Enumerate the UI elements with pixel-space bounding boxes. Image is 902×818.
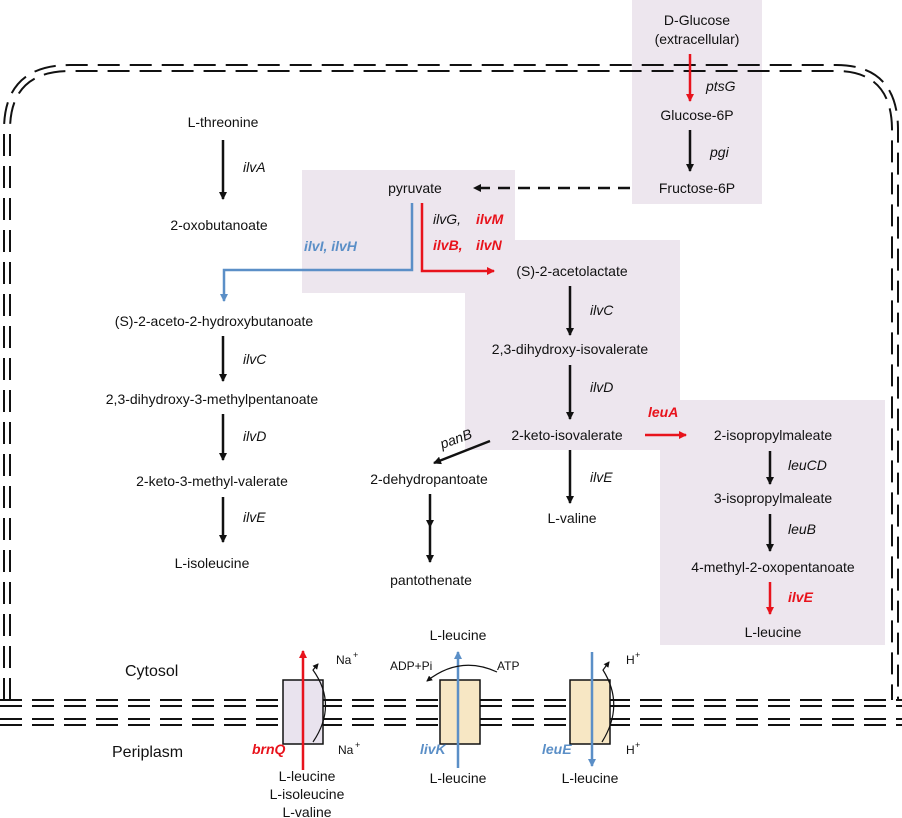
ilvc-right-gene: ilvC xyxy=(590,302,614,318)
leue-h-antiport-arrow xyxy=(601,661,615,743)
isopropylmaleate2-label: 2-isopropylmaleate xyxy=(714,427,832,443)
pyruvate-label: pyruvate xyxy=(388,180,442,196)
dihydroxy-isovalerate-label: 2,3-dihydroxy-isovalerate xyxy=(492,341,649,357)
atp-label: ATP xyxy=(497,659,519,673)
keto-methylvalerate-label: 2-keto-3-methyl-valerate xyxy=(136,473,288,489)
ilvc-left-gene: ilvC xyxy=(243,351,267,367)
leub-gene: leuB xyxy=(788,521,816,537)
h-bottom-charge: + xyxy=(635,740,640,750)
periplasm-label: Periplasm xyxy=(112,744,183,761)
h-top-label: H xyxy=(626,653,635,667)
livk-leucine-out-label: L-leucine xyxy=(430,770,487,786)
keto-isovalerate-label: 2-keto-isovalerate xyxy=(511,427,622,443)
ilve-right-gene: ilvE xyxy=(590,469,613,485)
na-bottom-label: Na xyxy=(338,743,354,757)
glucose-highlight xyxy=(632,0,762,204)
ilvgm-arrow xyxy=(420,203,495,275)
fructose6p-label: Fructose-6P xyxy=(659,180,735,196)
leucine-branch-highlight xyxy=(660,400,885,645)
leucine-cyto-label: L-leucine xyxy=(745,624,802,640)
leua-gene: leuA xyxy=(648,404,678,420)
threonine-label: L-threonine xyxy=(188,114,259,130)
dihydroxy-methylpentanoate-label: 2,3-dihydroxy-3-methylpentanoate xyxy=(106,391,319,407)
ilvd-left-gene: ilvD xyxy=(243,428,266,444)
brnq-substrate-isoleucine: L-isoleucine xyxy=(270,786,345,802)
cytosol-label: Cytosol xyxy=(125,663,178,680)
ilvih-gene: ilvI, ilvH xyxy=(304,238,358,254)
ilvb-gene: ilvB, xyxy=(433,237,463,253)
glucose-ext-sublabel: (extracellular) xyxy=(655,31,740,47)
leue-gene: leuE xyxy=(542,741,572,757)
aceto-hydroxybutanoate-label: (S)-2-aceto-2-hydroxybutanoate xyxy=(115,313,314,329)
livk-transporter xyxy=(439,679,481,745)
adp-label: ADP+Pi xyxy=(390,659,432,673)
acetolactate-label: (S)-2-acetolactate xyxy=(516,263,627,279)
leue-transporter xyxy=(569,679,611,745)
pantothenate-label: pantothenate xyxy=(390,572,472,588)
na-bottom-charge: + xyxy=(355,740,360,750)
ilve-left-gene: ilvE xyxy=(243,509,266,525)
isoleucine-label: L-isoleucine xyxy=(175,555,250,571)
h-bottom-label: H xyxy=(626,743,635,757)
panb-arrow xyxy=(433,439,491,465)
methyl-oxopentanoate-label: 4-methyl-2-oxopentanoate xyxy=(691,559,855,575)
ilvg-gene: ilvG, xyxy=(433,211,461,227)
ilvih-arrow xyxy=(220,203,414,302)
valine-label: L-valine xyxy=(547,510,596,526)
cell-membrane-inner xyxy=(9,70,893,700)
livk-leucine-in-label: L-leucine xyxy=(430,627,487,643)
livk-gene: livK xyxy=(420,741,447,757)
na-top-charge: + xyxy=(353,650,358,660)
ptsg-gene: ptsG xyxy=(705,78,736,94)
oxobutanoate-label: 2-oxobutanoate xyxy=(170,217,268,233)
ilvn-gene: ilvN xyxy=(476,237,503,253)
h-top-charge: + xyxy=(635,650,640,660)
leucd-gene: leuCD xyxy=(788,457,827,473)
ilve-leu-gene: ilvE xyxy=(788,589,814,605)
atp-hydrolysis-arrow xyxy=(426,664,498,682)
leue-leucine-out-label: L-leucine xyxy=(562,770,619,786)
ilvm-gene: ilvM xyxy=(476,211,504,227)
ilvd-right-gene: ilvD xyxy=(590,379,613,395)
brnq-gene: brnQ xyxy=(252,741,286,757)
brnq-substrate-leucine: L-leucine xyxy=(279,768,336,784)
pgi-gene: pgi xyxy=(709,144,730,160)
brnq-na-symport-arrow xyxy=(312,663,327,743)
brnq-substrate-valine: L-valine xyxy=(282,804,331,818)
na-top-label: Na xyxy=(336,653,352,667)
glucose6p-label: Glucose-6P xyxy=(660,107,733,123)
ilva-gene: ilvA xyxy=(243,159,266,175)
isopropylmaleate3-label: 3-isopropylmaleate xyxy=(714,490,832,506)
glucose-ext-label: D-Glucose xyxy=(664,12,730,28)
cell-membrane-outer xyxy=(3,64,899,700)
dehydropantoate-label: 2-dehydropantoate xyxy=(370,471,488,487)
